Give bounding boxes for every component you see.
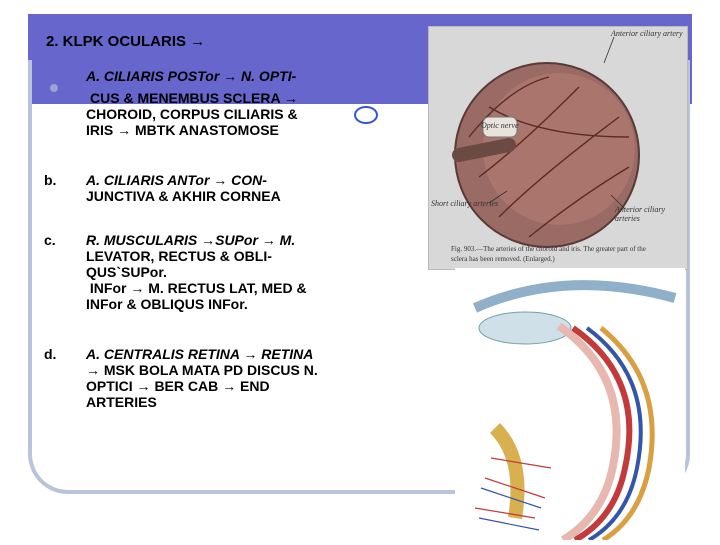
item-c-letter: c. [44, 232, 56, 248]
optic-nerve-stub [482, 116, 518, 138]
item-b-line2: JUNCTIVA & AKHIR CORNEA [86, 188, 281, 204]
item-a-text: A. CILIARIS POSTor → N. OPTI- CUS & MENE… [86, 68, 416, 138]
eyeball-illustration [452, 36, 640, 248]
bullet-dot [50, 84, 58, 92]
item-b-text: A. CILIARIS ANTor → CON- JUNCTIVA & AKHI… [86, 172, 416, 204]
item-c-line1: R. MUSCULARIS →SUPor → M. [86, 232, 296, 248]
label-anterior-ciliary-arteries: Anterior ciliary arteries [615, 205, 665, 223]
item-a-line4: IRIS → MBTK ANASTOMOSE [86, 122, 279, 138]
item-c-line4: INFor → M. RECTUS LAT, MED & [86, 280, 307, 296]
choroid-arteries-figure: Anterior ciliary artery Optic nerve Shor… [428, 26, 688, 270]
label-short-ciliary-arteries: Short ciliary arteries [431, 199, 499, 208]
item-d-letter: d. [44, 346, 57, 362]
item-d-line3: OPTICI → BER CAB → END [86, 378, 270, 394]
item-a-line3: CHOROID, CORPUS CILIARIS & [86, 106, 298, 122]
item-c-line3: QUS`SUPor. [86, 264, 167, 280]
slide-title: 2. KLPK OCULARIS → [46, 33, 206, 50]
item-c-text: R. MUSCULARIS →SUPor → M. LEVATOR, RECTU… [86, 232, 416, 312]
item-b-letter: b. [44, 172, 57, 188]
figure-caption-line2: sclera has been removed. (Enlarged.) [451, 255, 555, 263]
label-anterior-ciliary-artery: Anterior ciliary artery [611, 29, 683, 38]
item-d-line2: → MSK BOLA MATA PD DISCUS N. [86, 362, 318, 378]
highlight-oval [354, 106, 378, 124]
eye-cross-section-figure [455, 268, 685, 544]
slide-frame [28, 60, 690, 494]
item-d-text: A. CENTRALIS RETINA → RETINA → MSK BOLA … [86, 346, 416, 410]
cross-section-illustration [472, 280, 677, 544]
item-d-line1: A. CENTRALIS RETINA → RETINA [86, 346, 314, 362]
item-d-line4: ARTERIES [86, 394, 157, 410]
item-a-line2: CUS & MENEMBUS SCLERA → [90, 90, 298, 106]
item-a-line1: A. CILIARIS POSTor → N. OPTI- [86, 68, 297, 84]
label-optic-nerve: Optic nerve [481, 121, 519, 130]
item-c-line2: LEVATOR, RECTUS & OBLI- [86, 248, 272, 264]
item-b-line1: A. CILIARIS ANTor → CON- [86, 172, 267, 188]
figure-caption-line1: Fig. 903.—The arteries of the choroid an… [451, 245, 646, 253]
item-c-line5: INFor & OBLIQUS INFor. [86, 296, 248, 312]
